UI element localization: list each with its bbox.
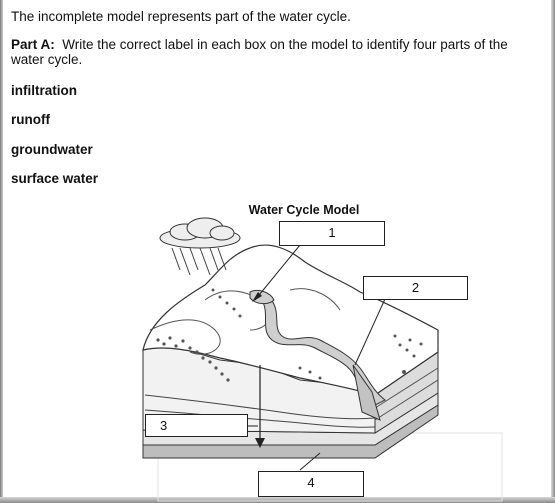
option-surface-water[interactable]: surface water <box>11 171 99 186</box>
question-content: The incomplete model represents part of … <box>11 9 541 80</box>
label-box-1-number: 1 <box>328 225 336 240</box>
trees <box>156 288 423 382</box>
river <box>261 297 386 406</box>
part-a-label: Part A: <box>11 37 55 52</box>
hill-contour <box>289 288 341 311</box>
side-layer-line <box>374 379 439 421</box>
hill-contour <box>149 319 221 355</box>
label-box-1[interactable]: 1 <box>279 221 385 246</box>
rain-lines <box>171 247 227 276</box>
infiltration-arrowhead <box>255 438 265 448</box>
pointer-line-1 <box>254 244 301 301</box>
label-box-2[interactable]: 2 <box>363 276 468 300</box>
side-layer-line <box>374 367 439 409</box>
pointer-line-4 <box>299 452 321 471</box>
pointer-arrowhead-1 <box>252 292 262 302</box>
soil-layer-line <box>144 409 376 428</box>
label-box-4-number: 4 <box>307 475 315 490</box>
label-box-3-number: 3 <box>160 418 168 433</box>
label-box-2-number: 2 <box>411 280 420 295</box>
soil-layer-line <box>144 394 376 420</box>
question-intro: The incomplete model represents part of … <box>11 9 351 24</box>
pointer-line-2 <box>354 298 386 366</box>
label-box-3[interactable]: 3 <box>145 414 248 437</box>
label-box-4[interactable]: 4 <box>258 471 364 497</box>
option-runoff[interactable]: runoff <box>11 112 50 127</box>
part-a-text: Write the correct label in each box on t… <box>11 37 508 67</box>
diagram-title: Water Cycle Model <box>249 203 360 217</box>
window-frame-right <box>551 0 555 503</box>
river-cross-section <box>352 364 381 421</box>
option-groundwater[interactable]: groundwater <box>11 142 93 157</box>
part-a-prompt: Part A: Write the correct label in each … <box>11 37 541 67</box>
option-infiltration[interactable]: infiltration <box>11 83 77 98</box>
window-frame-bottom <box>0 497 555 503</box>
window-frame-left <box>0 0 3 503</box>
rain-cloud <box>159 217 241 249</box>
